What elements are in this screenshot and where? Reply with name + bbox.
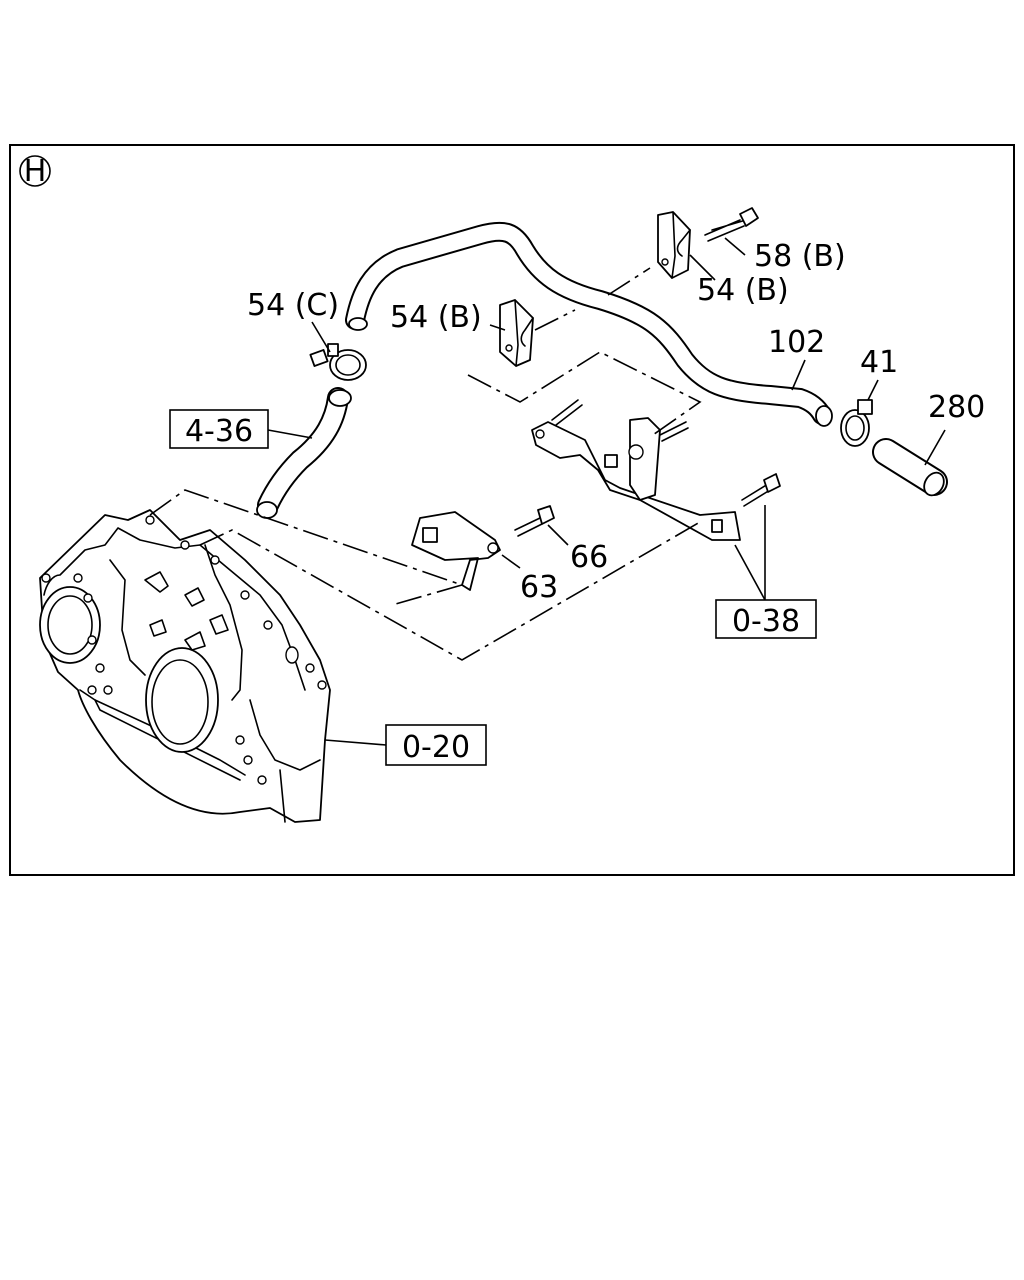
hose-clamp-41 [840, 399, 873, 447]
reference-4-36: 4-36 [185, 414, 253, 449]
reference-0-38: 0-38 [732, 604, 800, 639]
pipe-clip-right [657, 211, 691, 279]
label-102: 102 [768, 325, 825, 360]
label-54b-right: 54 (B) [697, 273, 789, 308]
hose-clamp-54c [309, 343, 367, 381]
bracket-63 [411, 511, 501, 591]
label-66: 66 [570, 540, 608, 575]
pipe-clip-left [499, 299, 534, 367]
reference-0-20: 0-20 [402, 730, 470, 765]
leader-lines [267, 237, 946, 746]
section-marker-label: H [24, 154, 47, 189]
reference-box-0-20: 0-20 [385, 724, 487, 766]
hose-280 [872, 438, 948, 497]
reference-box-4-36: 4-36 [169, 409, 269, 449]
callout-labels: 58 (B) 54 (B) 54 (C) 54 (B) 102 41 280 6… [247, 239, 985, 605]
bolt-58b [704, 207, 759, 242]
label-54b-left: 54 (B) [390, 300, 482, 335]
label-58b: 58 (B) [754, 239, 846, 274]
flywheel-housing [39, 509, 331, 823]
label-280: 280 [928, 390, 985, 425]
alignment-lines [149, 267, 702, 661]
reference-box-0-38: 0-38 [715, 599, 817, 639]
diagram-frame [9, 144, 1015, 876]
short-hose [256, 387, 352, 519]
label-41: 41 [860, 345, 898, 380]
water-pipe [345, 221, 833, 427]
bolt-66 [514, 505, 555, 537]
section-marker: H [19, 154, 51, 189]
bracket-038 [531, 399, 781, 541]
label-54c: 54 (C) [247, 288, 339, 323]
label-63: 63 [520, 570, 558, 605]
